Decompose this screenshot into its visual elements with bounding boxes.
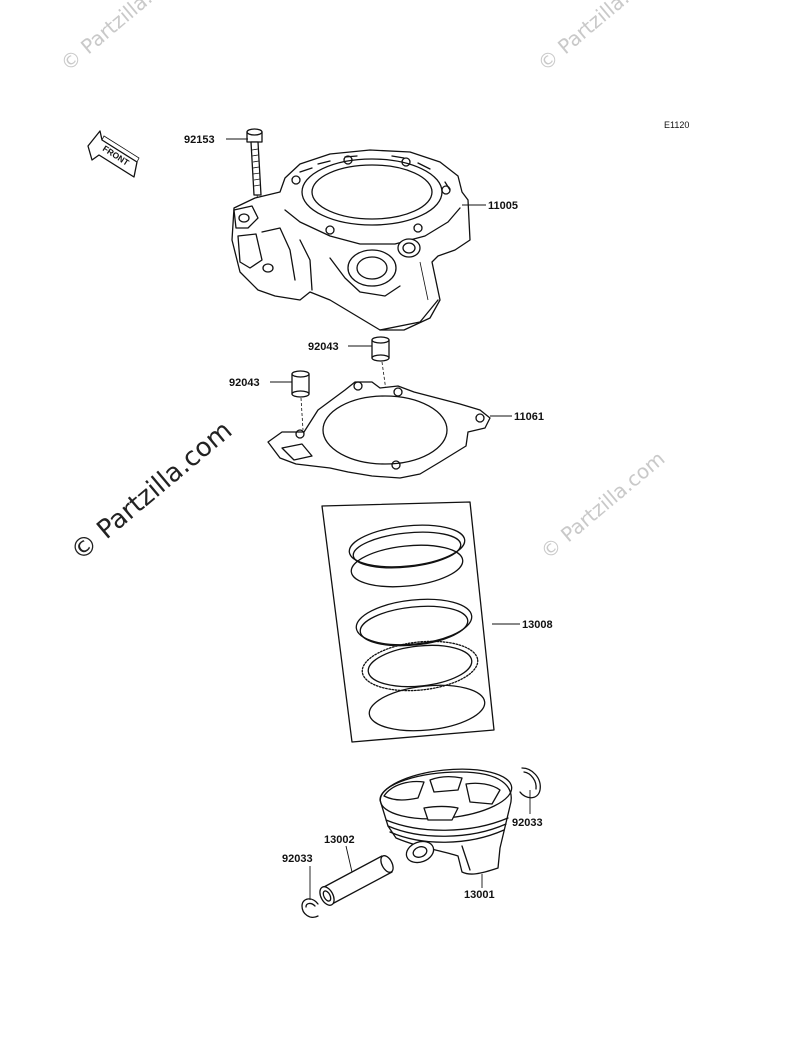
piston-part [379, 768, 513, 875]
gasket-part [267, 381, 491, 479]
part-number-cylinder: 11005 [488, 200, 518, 212]
watermark-mid-right: © Partzilla.com [536, 446, 670, 564]
part-number-dowel-lower: 92043 [229, 377, 260, 389]
piston-pin-part [319, 855, 394, 906]
circlip-right-part [519, 767, 541, 799]
part-number-bolt: 92153 [184, 134, 215, 146]
part-number-gasket: 11061 [514, 411, 544, 423]
watermark-side: © Partzilla.com [65, 415, 238, 567]
watermark-top-right: © Partzilla.com [533, 0, 667, 76]
part-number-piston: 13001 [464, 889, 495, 901]
ring-set-part [321, 501, 495, 743]
part-number-piston-pin: 13002 [324, 834, 355, 846]
diagram-code: E1120 [664, 120, 689, 130]
cylinder-part [231, 149, 471, 331]
part-number-circlip-left: 92033 [282, 853, 313, 865]
part-number-dowel-upper: 92043 [308, 341, 339, 353]
watermark-top-left: © Partzilla.com [56, 0, 190, 76]
part-number-circlip-right: 92033 [512, 817, 543, 829]
dowel-lower-part [291, 370, 310, 431]
front-arrow-icon: FRONT [87, 130, 140, 178]
circlip-left-part [301, 898, 319, 918]
leader-13002 [345, 845, 353, 873]
part-number-ring-set: 13008 [522, 619, 553, 631]
